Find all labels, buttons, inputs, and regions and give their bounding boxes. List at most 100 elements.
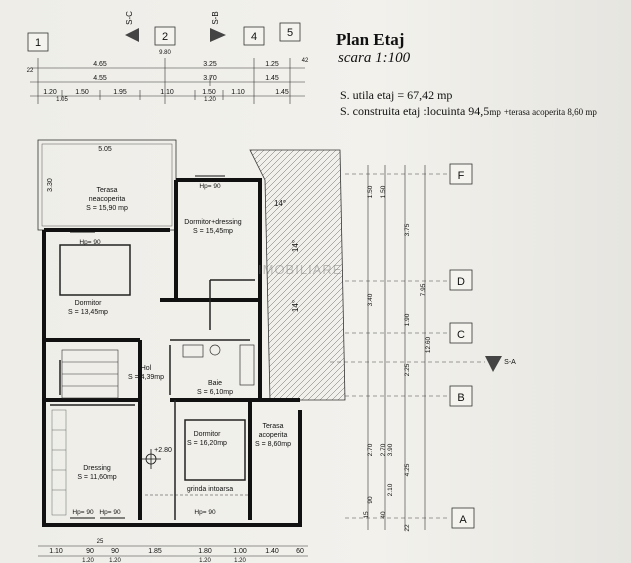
dimension-text: 42 xyxy=(302,58,309,64)
room-area: S = 15,90 mp xyxy=(86,205,128,212)
room-area: S = 4,39mp xyxy=(128,374,164,381)
dimension-text: 1.50 xyxy=(202,89,216,96)
dimension-text: 4.65 xyxy=(93,61,107,68)
dimension-text: 9.80 xyxy=(159,50,171,56)
dimension-text: 1.85 xyxy=(148,548,162,555)
room-name: Terasa xyxy=(96,187,117,194)
axis-label-A: A xyxy=(459,514,467,526)
axis-label-2: 2 xyxy=(162,31,168,43)
axis-label-B: B xyxy=(457,392,464,404)
dimension-text: 3.75 xyxy=(404,223,411,236)
built-area-unit: mp xyxy=(489,107,501,117)
right-axis-labels: F D C B A xyxy=(457,170,467,526)
usable-area: S. utila etaj = 67,42 mp xyxy=(340,88,453,102)
dimension-text: 1.25 xyxy=(265,61,279,68)
right-axis-markers xyxy=(449,163,475,529)
dimension-text: 1.40 xyxy=(265,548,279,555)
top-dimension-lines xyxy=(30,58,305,104)
dimension-text: 1.05 xyxy=(56,97,68,103)
dimension-text: 1.80 xyxy=(198,548,212,555)
terrace-area: +terasa acoperita 8,60 mp xyxy=(503,107,597,117)
room-name: Hol xyxy=(141,365,152,372)
interior-walls xyxy=(50,244,255,520)
dimension-text: 1.45 xyxy=(265,75,279,82)
right-axis-lines xyxy=(330,173,485,519)
dimension-text: 2.10 xyxy=(387,483,394,496)
dimension-text: 12.60 xyxy=(425,336,432,353)
dimension-text: 2.70 xyxy=(380,443,387,456)
built-area-value: S. construita etaj :locuinta 94,5 xyxy=(340,104,490,118)
axis-label-4: 4 xyxy=(251,31,257,43)
window-height-label: Hp= 90 xyxy=(194,509,216,516)
dimension-text: 25 xyxy=(97,539,104,545)
dimension-text: 3.90 xyxy=(387,443,394,456)
dimension-text: 1.20 xyxy=(199,558,211,563)
watermark: IMOBILIARE xyxy=(258,262,343,277)
dimension-text: 1.95 xyxy=(113,89,127,96)
axis-label-1: 1 xyxy=(35,37,41,49)
level-marker xyxy=(141,449,161,469)
dimension-text: 3.25 xyxy=(203,61,217,68)
roof-angle-label: 14° xyxy=(274,199,286,208)
beam-label: grinda intoarsa xyxy=(187,486,233,493)
dimension-text: 1.10 xyxy=(231,89,245,96)
window-marks xyxy=(70,175,225,519)
room-name: neacoperita xyxy=(89,196,126,203)
room-name: Baie xyxy=(208,380,222,387)
dimension-text: 5.05 xyxy=(98,146,112,153)
built-area: S. construita etaj :locuinta 94,5mp +ter… xyxy=(340,104,597,119)
dimension-text: 3.40 xyxy=(367,293,374,306)
axis-label-5: 5 xyxy=(287,27,293,39)
room-name: Dormitor xyxy=(194,431,222,438)
dimension-text: 1.45 xyxy=(275,89,289,96)
room-name: Dormitor+dressing xyxy=(184,219,241,226)
roof-area xyxy=(249,149,346,401)
room-area: S = 15,45mp xyxy=(193,228,233,235)
plan-title: Plan Etaj xyxy=(336,30,405,49)
section-marker-label: S-C xyxy=(125,11,134,25)
dimension-text: 22 xyxy=(404,524,411,532)
dressing-grid xyxy=(51,409,67,516)
room-name: Terasa xyxy=(262,423,283,430)
room-area: S = 13,45mp xyxy=(68,309,108,316)
dimension-text: 1.50 xyxy=(75,89,89,96)
dimension-text: 1.10 xyxy=(160,89,174,96)
axis-label-C: C xyxy=(457,329,465,341)
dimension-text: 3.30 xyxy=(47,178,54,192)
dimension-text: 40 xyxy=(380,511,387,519)
dimension-text: 1.10 xyxy=(49,548,63,555)
dimension-text: 60 xyxy=(296,548,304,555)
axis-label-D: D xyxy=(457,276,465,288)
window-height-label: Hp= 90 xyxy=(99,509,121,516)
level-label: +2.80 xyxy=(154,447,172,454)
stair xyxy=(61,349,119,399)
axis-label-F: F xyxy=(458,170,465,182)
dimension-text: 1.50 xyxy=(380,185,387,198)
dimension-text: 90 xyxy=(86,548,94,555)
room-area: S = 16,20mp xyxy=(187,440,227,447)
roof-angle-label: 14° xyxy=(291,300,300,312)
dimension-text: 1.20 xyxy=(204,97,216,103)
plan-scale: scara 1:100 xyxy=(338,50,411,66)
top-axis-labels: 1 2 4 5 xyxy=(35,27,293,49)
dimension-text: 4.55 xyxy=(93,75,107,82)
dimension-text: 4.25 xyxy=(404,463,411,476)
dimension-text: 15 xyxy=(363,511,370,519)
bottom-dimension-lines xyxy=(38,545,308,557)
room-area: S = 11,60mp xyxy=(77,474,116,481)
dimension-text: 1.50 xyxy=(367,185,374,198)
dimension-text: 1.20 xyxy=(43,89,57,96)
dimension-text: 90 xyxy=(367,496,374,504)
dimension-text: 1.90 xyxy=(404,313,411,326)
dimension-text: 3.70 xyxy=(203,75,217,82)
section-marker-label: S-A xyxy=(504,359,516,366)
roof-angle-label: 14° xyxy=(291,240,300,252)
section-arrows xyxy=(125,28,502,372)
room-name: Dormitor xyxy=(75,300,103,307)
terrace-outline xyxy=(37,139,177,231)
